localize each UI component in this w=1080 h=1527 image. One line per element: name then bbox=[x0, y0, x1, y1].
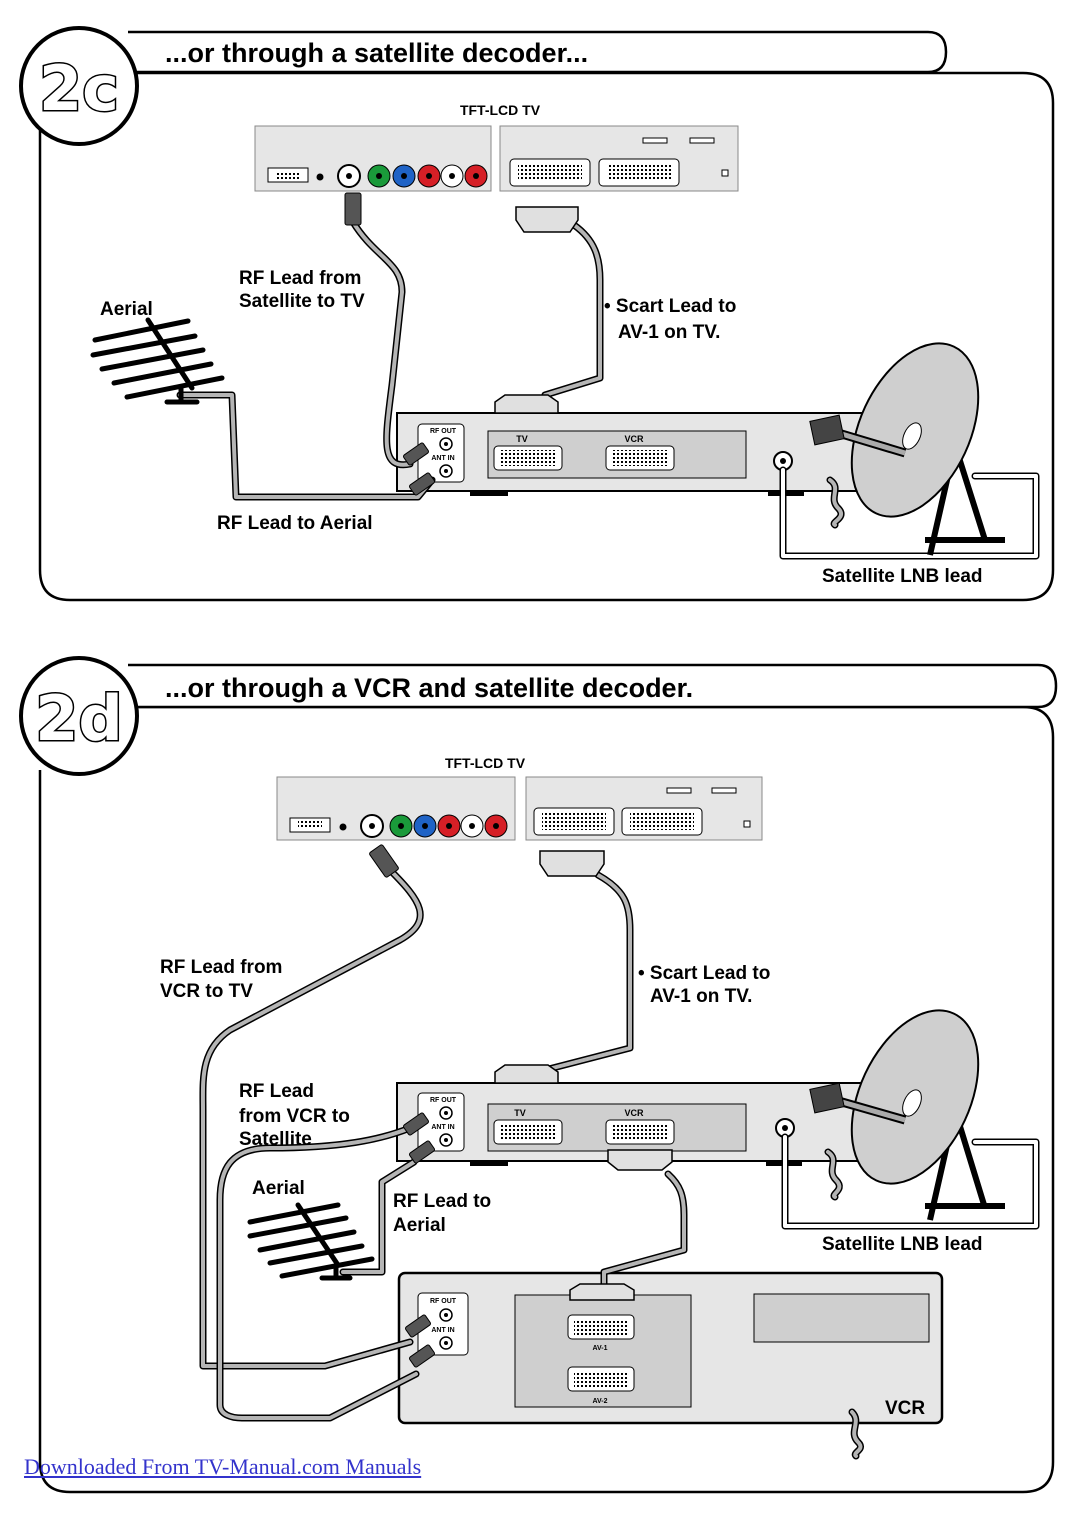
tv-label-2c: TFT-LCD TV bbox=[460, 102, 541, 118]
rf-plug-decoder-in-2d bbox=[409, 1140, 435, 1164]
section-2d: 2d ...or through a VCR and satellite dec… bbox=[19, 656, 1058, 1494]
rf-plug-decoder-out-2c bbox=[403, 442, 429, 466]
tv-scart-label: TV bbox=[516, 434, 528, 444]
rf-lead-to-aerial-label-2d-l1: RF Lead to bbox=[393, 1191, 491, 1212]
vcr-scart-label: VCR bbox=[624, 1108, 644, 1118]
aerial-antenna-2d bbox=[247, 1202, 375, 1281]
download-source-link[interactable]: Downloaded From TV-Manual.com Manuals bbox=[24, 1454, 422, 1479]
scart-plug-decoder-vcr-2d bbox=[607, 1149, 673, 1171]
av1-label: AV-1 bbox=[592, 1345, 607, 1352]
vcr-display-panel bbox=[753, 1293, 930, 1343]
rf-lead-to-aerial-label-2c: RF Lead to Aerial bbox=[217, 513, 373, 534]
title-banner-2d bbox=[128, 663, 1058, 709]
aerial-label-2c: Aerial bbox=[100, 299, 153, 320]
satellite-dish-2c bbox=[809, 342, 1005, 556]
scart-plug-decoder-2d bbox=[494, 1064, 559, 1084]
scart-lead-label-2d-l1: • Scart Lead to bbox=[638, 963, 770, 984]
badge-2d: 2d bbox=[35, 682, 123, 755]
scart-plug-vcr-2d bbox=[569, 1283, 635, 1301]
rf-lead-to-aerial-label-2d-l2: Aerial bbox=[393, 1215, 446, 1236]
satellite-dish-2d bbox=[809, 1009, 1005, 1221]
rf-plug-tv-2c bbox=[344, 192, 362, 226]
rf-lead-vcr-satellite-label-l3: Satellite bbox=[239, 1129, 312, 1150]
rf-plug-vcr-in bbox=[409, 1344, 435, 1368]
title-2c: ...or through a satellite decoder... bbox=[165, 38, 588, 68]
ant-in-label: ANT IN bbox=[431, 1124, 454, 1131]
title-banner-2c bbox=[128, 30, 948, 74]
rf-plug-decoder-in-2c bbox=[409, 472, 435, 496]
tv-scart-panel-2c bbox=[499, 125, 739, 192]
scart-lead-label-2c-l1: • Scart Lead to bbox=[604, 296, 736, 317]
badge-circle-2d bbox=[19, 656, 139, 776]
rf-out-label: RF OUT bbox=[430, 1097, 457, 1104]
scart-plug-tv-2c bbox=[515, 206, 579, 233]
rf-plug-tv-2d bbox=[369, 844, 399, 878]
rf-lead-from-satellite-label-l1: RF Lead from bbox=[239, 268, 361, 289]
rf-plug-vcr-out bbox=[405, 1314, 431, 1338]
vcr-scart-label: VCR bbox=[624, 434, 644, 444]
tv-scart-label: TV bbox=[514, 1108, 526, 1118]
scart-plug-tv-2d bbox=[539, 850, 605, 877]
ant-in-label: ANT IN bbox=[431, 455, 454, 462]
rf-plug-decoder-out-2d bbox=[403, 1112, 429, 1136]
tv-input-panel-2d bbox=[276, 776, 516, 841]
rf-out-label: RF OUT bbox=[430, 428, 457, 435]
badge-circle-2c bbox=[19, 26, 139, 146]
lnb-lead-label-2d: Satellite LNB lead bbox=[822, 1234, 983, 1255]
title-2d: ...or through a VCR and satellite decode… bbox=[165, 673, 693, 703]
frame-2c bbox=[38, 71, 1055, 602]
section-2c: 2c ...or through a satellite decoder... … bbox=[19, 26, 1055, 602]
rf-lead-vcr-satellite-label-l1: RF Lead bbox=[239, 1081, 314, 1102]
av2-label: AV-2 bbox=[592, 1398, 607, 1405]
rf-lead-vcr-satellite-label-l2: from VCR to bbox=[239, 1106, 350, 1127]
scart-lead-label-2d-l2: AV-1 on TV. bbox=[650, 986, 752, 1007]
rf-lead-from-vcr-label-l2: VCR to TV bbox=[160, 981, 253, 1002]
frame-2d bbox=[38, 705, 1055, 1494]
aerial-label-2d: Aerial bbox=[252, 1178, 305, 1199]
vcr-ant-in-label: ANT IN bbox=[431, 1327, 454, 1334]
lnb-lead-label-2c: Satellite LNB lead bbox=[822, 566, 983, 587]
rf-lead-from-vcr-label-l1: RF Lead from bbox=[160, 957, 282, 978]
tv-input-panel-2c bbox=[254, 125, 492, 192]
tv-label-2d: TFT-LCD TV bbox=[445, 755, 526, 771]
vcr-unit: RF OUT ANT IN AV-1 AV-2 VCR bbox=[397, 1271, 944, 1425]
vcr-rf-out-label: RF OUT bbox=[430, 1298, 457, 1305]
badge-2c: 2c bbox=[39, 52, 119, 125]
satellite-decoder-2c: RF OUT ANT IN TV VCR bbox=[396, 412, 864, 496]
rf-lead-from-satellite-label-l2: Satellite to TV bbox=[239, 291, 365, 312]
tv-scart-panel-2d bbox=[525, 776, 763, 841]
vcr-label: VCR bbox=[885, 1398, 925, 1419]
cables-2d bbox=[199, 866, 1040, 1460]
satellite-decoder-2d: RF OUT ANT IN TV VCR bbox=[396, 1082, 864, 1166]
scart-plug-decoder-2c bbox=[494, 394, 559, 414]
aerial-antenna-2c bbox=[90, 317, 225, 405]
scart-lead-label-2c-l2: AV-1 on TV. bbox=[618, 322, 720, 343]
audio-jack bbox=[316, 173, 324, 181]
